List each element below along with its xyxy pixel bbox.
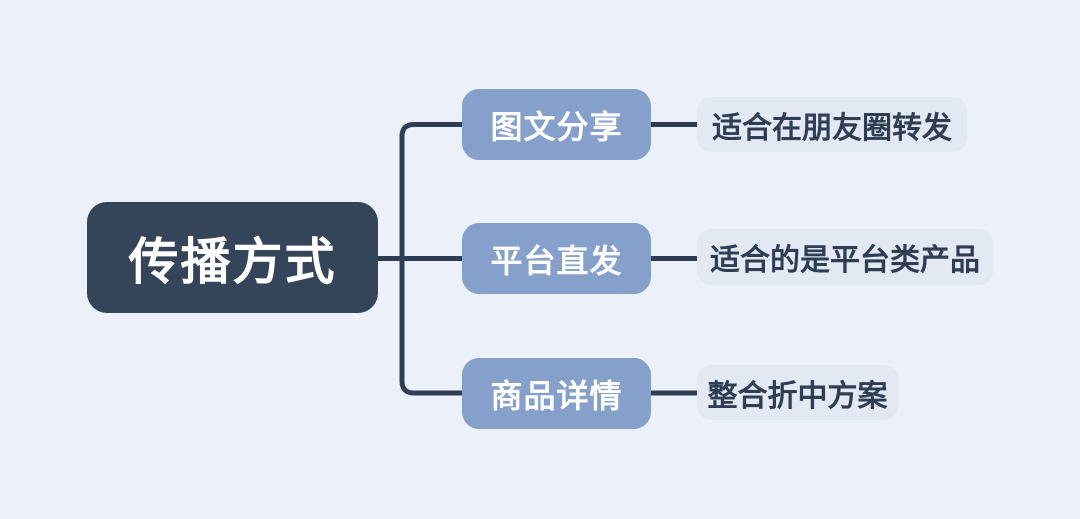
- branch-node-shangpin-xiangqing: 商品详情: [462, 358, 651, 429]
- note-pill-pingtai-chanpin: 适合的是平台类产品: [697, 229, 993, 285]
- note-pill-pengyouquan: 适合在朋友圈转发: [697, 97, 967, 152]
- branch-node-tuwen-fenxiang: 图文分享: [462, 89, 651, 160]
- branch-node-label: 图文分享: [490, 108, 623, 145]
- root-node: 传播方式: [87, 202, 378, 313]
- branch-node-label: 商品详情: [490, 377, 623, 414]
- connector-trunk: [399, 122, 462, 396]
- branch-node-pingtai-zhifa: 平台直发: [462, 223, 651, 294]
- note-pill-zhezhong-fangan: 整合折中方案: [697, 365, 898, 420]
- branch-node-label: 平台直发: [490, 242, 623, 279]
- note-pill-label: 适合的是平台类产品: [710, 244, 980, 277]
- note-pill-label: 整合折中方案: [707, 379, 888, 413]
- root-node-label: 传播方式: [128, 233, 337, 290]
- note-pill-label: 适合在朋友圈转发: [712, 111, 952, 145]
